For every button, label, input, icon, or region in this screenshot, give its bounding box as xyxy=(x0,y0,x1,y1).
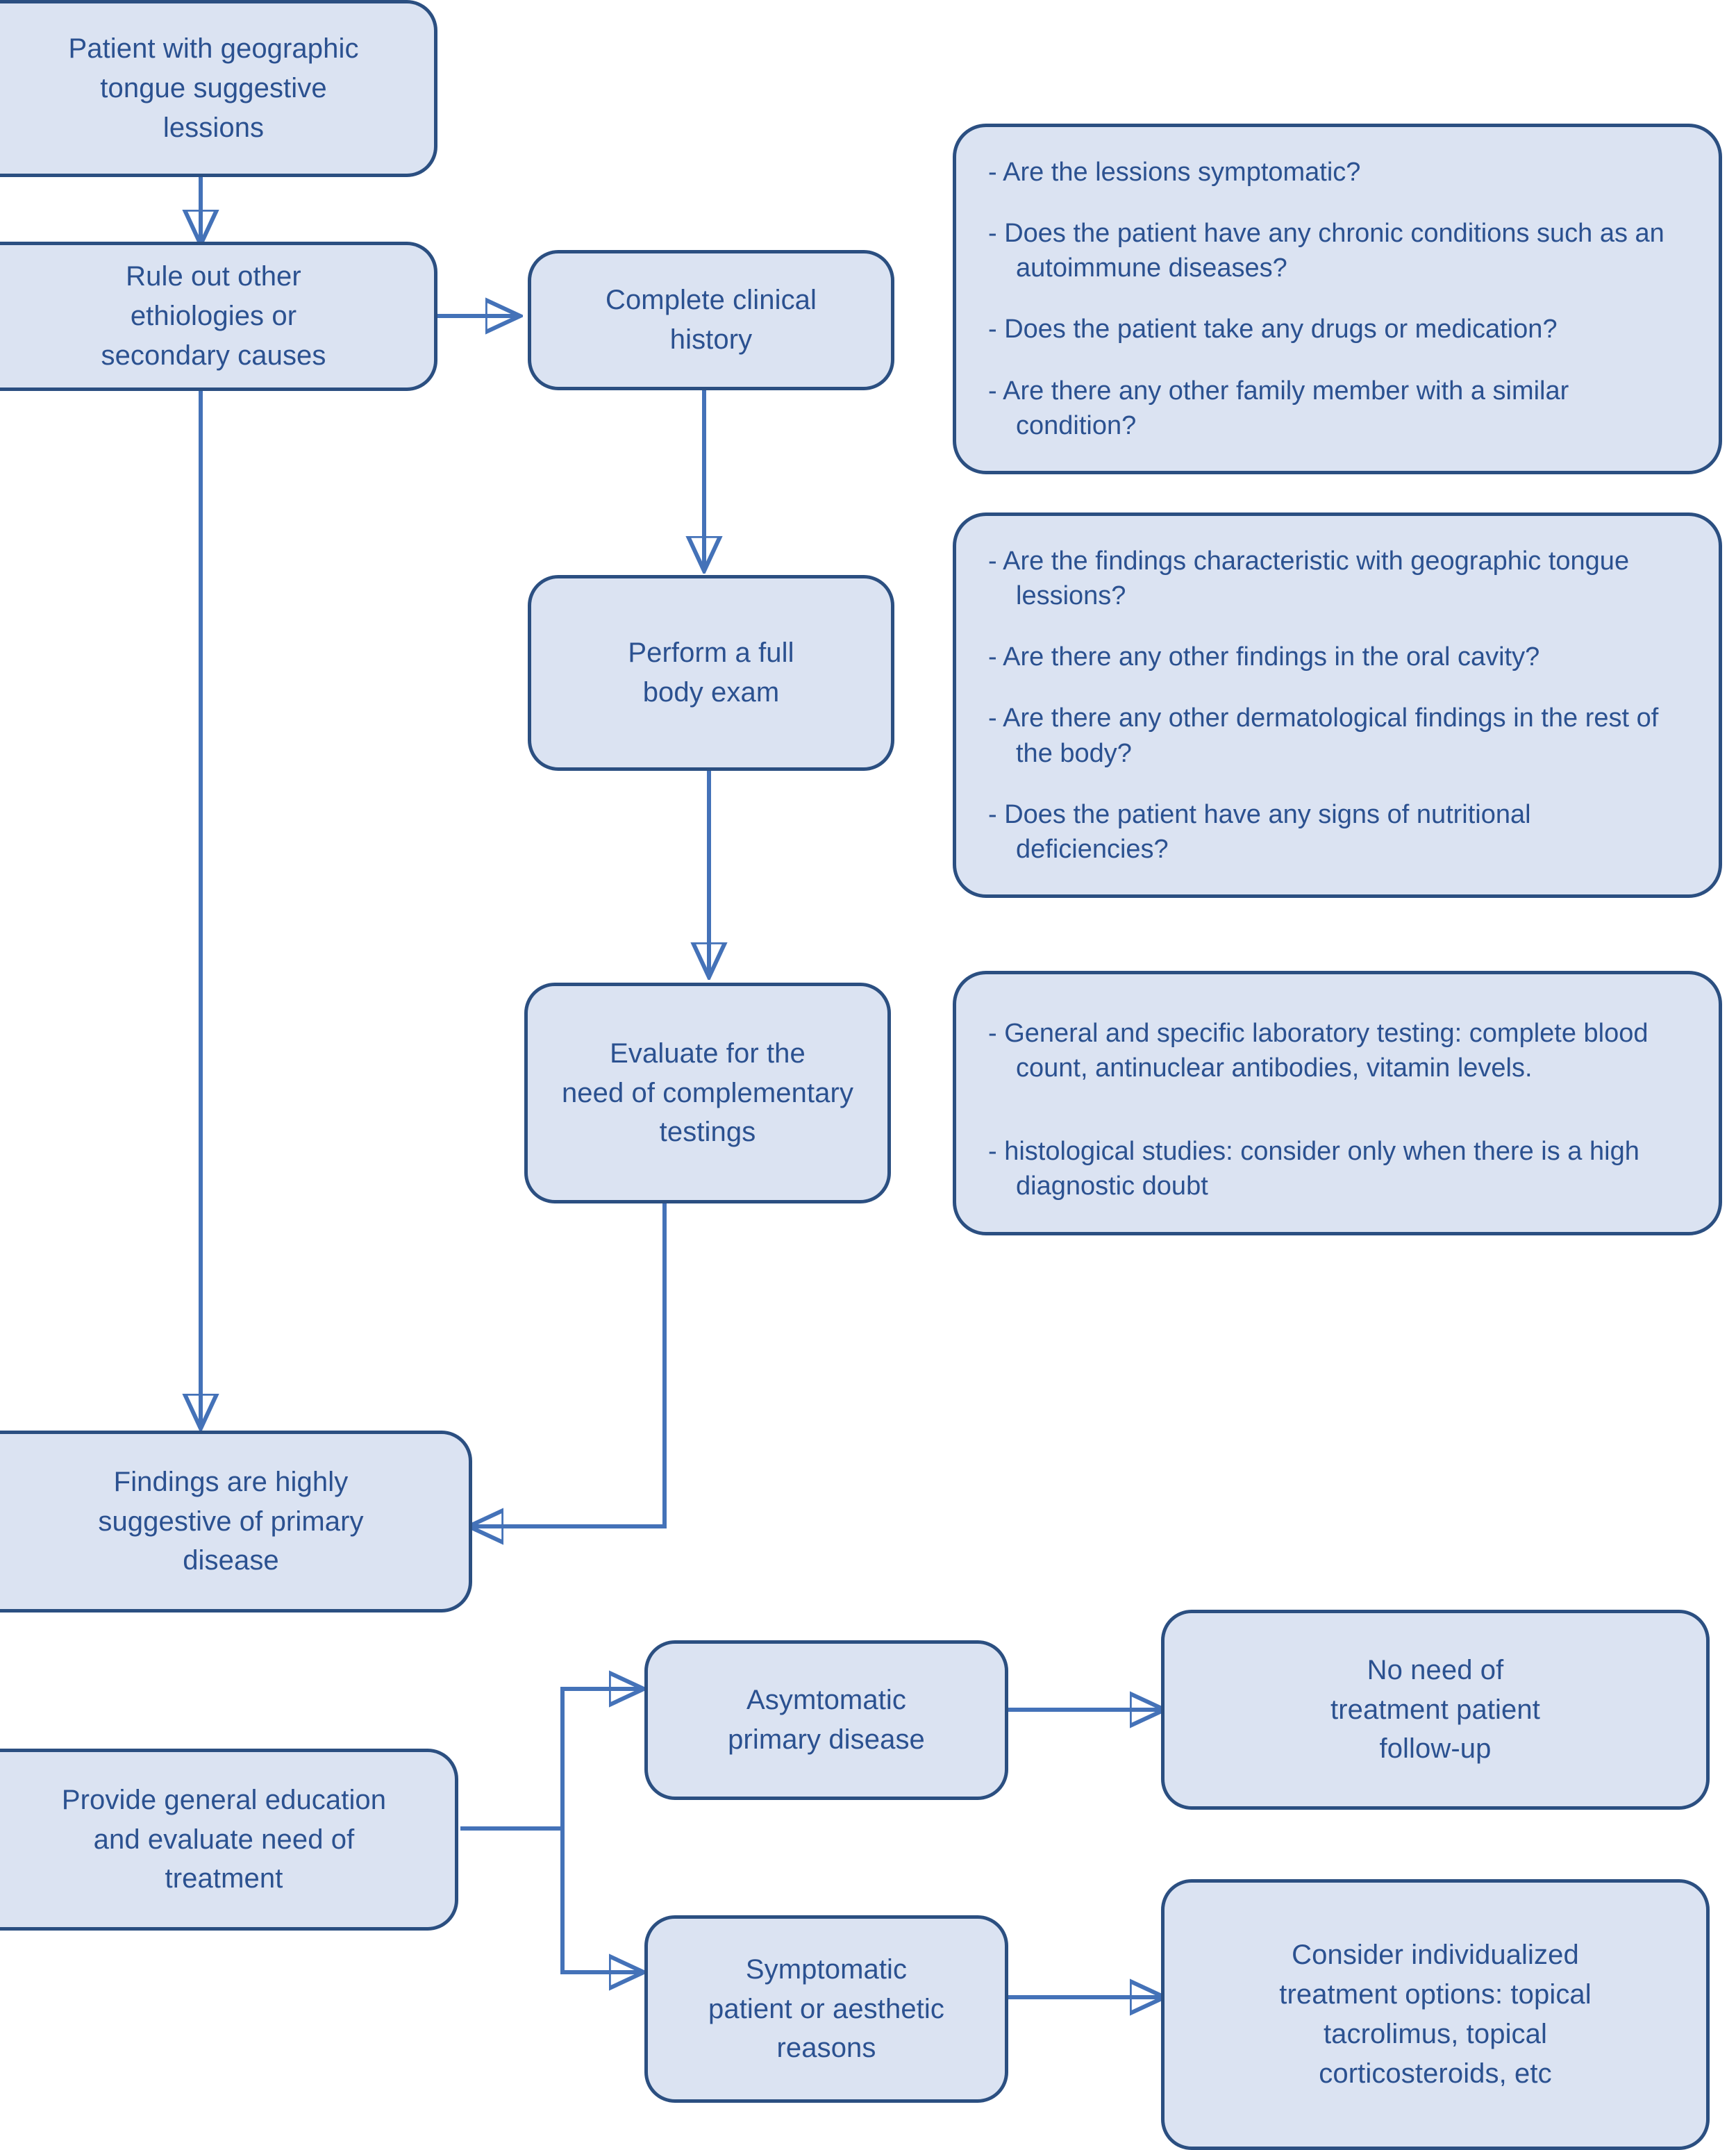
node-findings-primary-disease[interactable]: Findings are highly suggestive of primar… xyxy=(0,1431,472,1612)
panel-exam-item-0: - Are the findings characteristic with g… xyxy=(988,547,1630,611)
panel-history-item-1: - Does the patient have any chronic cond… xyxy=(988,219,1664,283)
node-start-label: Patient with geographic tongue suggestiv… xyxy=(68,33,359,143)
node-no-need-of-treatment[interactable]: No need of treatment patient follow-up xyxy=(1161,1610,1710,1810)
node-testing-label: Evaluate for the need of complementary t… xyxy=(561,1038,854,1148)
node-evaluate-complementary-testings[interactable]: Evaluate for the need of complementary t… xyxy=(524,983,891,1203)
node-findings-label: Findings are highly suggestive of primar… xyxy=(98,1466,364,1576)
edge-testing-to-findings xyxy=(474,1201,667,1526)
node-perform-full-body-exam[interactable]: Perform a full body exam xyxy=(528,575,894,771)
panel-testing-notes[interactable]: - General and specific laboratory testin… xyxy=(953,971,1722,1235)
panel-exam-item-2: - Are there any other dermatological fin… xyxy=(988,703,1659,768)
panel-exam-questions[interactable]: - Are the findings characteristic with g… xyxy=(953,512,1722,899)
node-symptomatic-or-aesthetic[interactable]: Symptomatic patient or aesthetic reasons xyxy=(644,1915,1008,2103)
node-education-label: Provide general education and evaluate n… xyxy=(61,1784,387,1894)
node-start[interactable]: Patient with geographic tongue suggestiv… xyxy=(0,0,437,177)
panel-history-item-0: - Are the lessions symptomatic? xyxy=(988,158,1361,187)
node-rule-out[interactable]: Rule out other ethiologies or secondary … xyxy=(0,242,437,391)
panel-history-item-3: - Are there any other family member with… xyxy=(988,376,1569,440)
node-asymptomatic-label: Asymtomatic primary disease xyxy=(728,1685,925,1755)
panel-testing-item-1: - histological studies: consider only wh… xyxy=(988,1137,1639,1201)
node-no-treatment-label: No need of treatment patient follow-up xyxy=(1330,1654,1540,1765)
panel-exam-item-3: - Does the patient have any signs of nut… xyxy=(988,799,1531,864)
edge-education-to-asymptomatic xyxy=(460,1689,639,1831)
node-complete-clinical-history[interactable]: Complete clinical history xyxy=(528,250,894,390)
node-history-label: Complete clinical history xyxy=(605,285,817,355)
panel-testing-item-0: - General and specific laboratory testin… xyxy=(988,1019,1649,1083)
node-exam-label: Perform a full body exam xyxy=(628,638,794,708)
node-symptomatic-label: Symptomatic patient or aesthetic reasons xyxy=(708,1953,944,2064)
node-asymptomatic-primary-disease[interactable]: Asymtomatic primary disease xyxy=(644,1640,1008,1800)
panel-history-questions[interactable]: - Are the lessions symptomatic? - Does t… xyxy=(953,124,1722,474)
node-treatment-label: Consider individualized treatment option… xyxy=(1279,1940,1592,2089)
edge-education-to-symptomatic xyxy=(560,1828,639,1972)
panel-exam-item-1: - Are there any other findings in the or… xyxy=(988,642,1540,672)
panel-history-item-2: - Does the patient take any drugs or med… xyxy=(988,315,1558,344)
node-provide-general-education[interactable]: Provide general education and evaluate n… xyxy=(0,1749,458,1931)
node-consider-individualized-treatment[interactable]: Consider individualized treatment option… xyxy=(1161,1879,1710,2150)
node-rule-out-label: Rule out other ethiologies or secondary … xyxy=(101,261,326,371)
